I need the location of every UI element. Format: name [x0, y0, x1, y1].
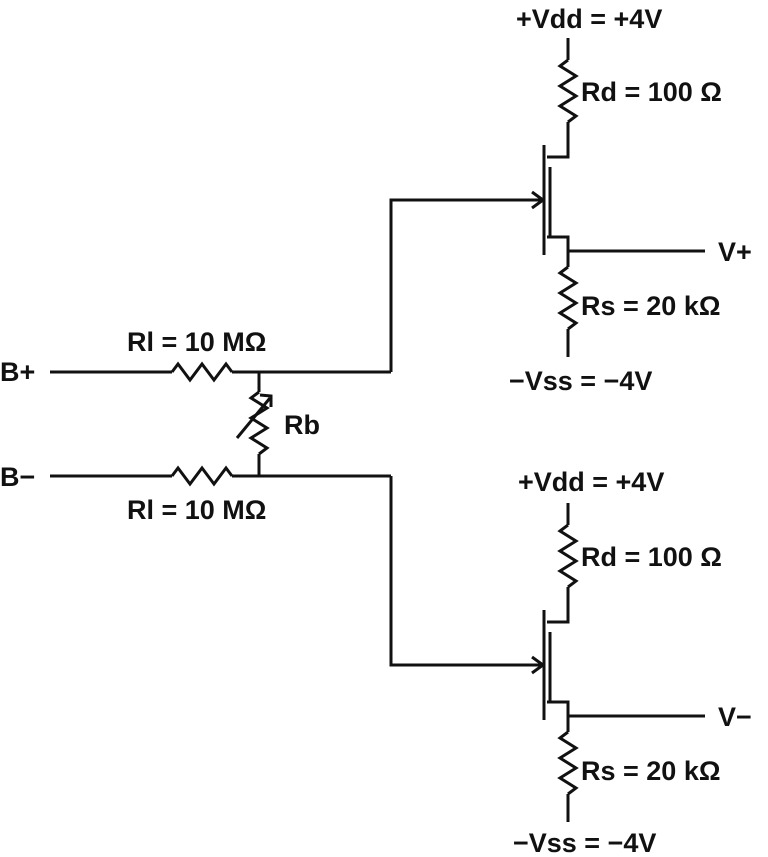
label-out-pos: V+	[718, 237, 752, 267]
rl-bottom-resistor	[170, 465, 234, 487]
label-vss-bottom: −Vss = −4V	[513, 828, 656, 857]
rb-resistor	[248, 390, 270, 456]
rs-bottom-resistor	[557, 730, 579, 796]
gate-wire-top	[389, 198, 543, 372]
rd-top-resistor	[557, 58, 579, 124]
source-top-wire	[547, 235, 570, 267]
rb-adjust-arrow	[235, 393, 273, 439]
label-rl-top: Rl = 10 MΩ	[127, 327, 266, 357]
source-bottom-wire	[547, 700, 570, 732]
label-b-minus: B−	[0, 462, 35, 492]
label-vdd-bottom: +Vdd = +4V	[518, 467, 664, 497]
drain-bottom-wire	[547, 587, 570, 624]
label-rb: Rb	[284, 410, 320, 440]
label-rd-bottom: Rd = 100 Ω	[581, 542, 722, 572]
label-rd-top: Rd = 100 Ω	[581, 77, 722, 107]
rs-top-resistor	[557, 265, 579, 331]
label-vss-top: −Vss = −4V	[509, 366, 652, 396]
lower-stage	[542, 503, 705, 822]
gate-wire-bottom	[389, 476, 543, 667]
drain-top-wire	[547, 122, 570, 159]
label-vdd-top: +Vdd = +4V	[516, 4, 662, 34]
rl-top-resistor	[170, 361, 234, 383]
label-b-plus: B+	[0, 357, 35, 387]
label-out-neg: V−	[718, 702, 752, 732]
rd-bottom-resistor	[557, 523, 579, 589]
label-rs-top: Rs = 20 kΩ	[581, 291, 720, 321]
upper-stage	[542, 38, 705, 357]
label-rs-bottom: Rs = 20 kΩ	[581, 756, 720, 786]
label-rl-bottom: Rl = 10 MΩ	[127, 495, 266, 525]
